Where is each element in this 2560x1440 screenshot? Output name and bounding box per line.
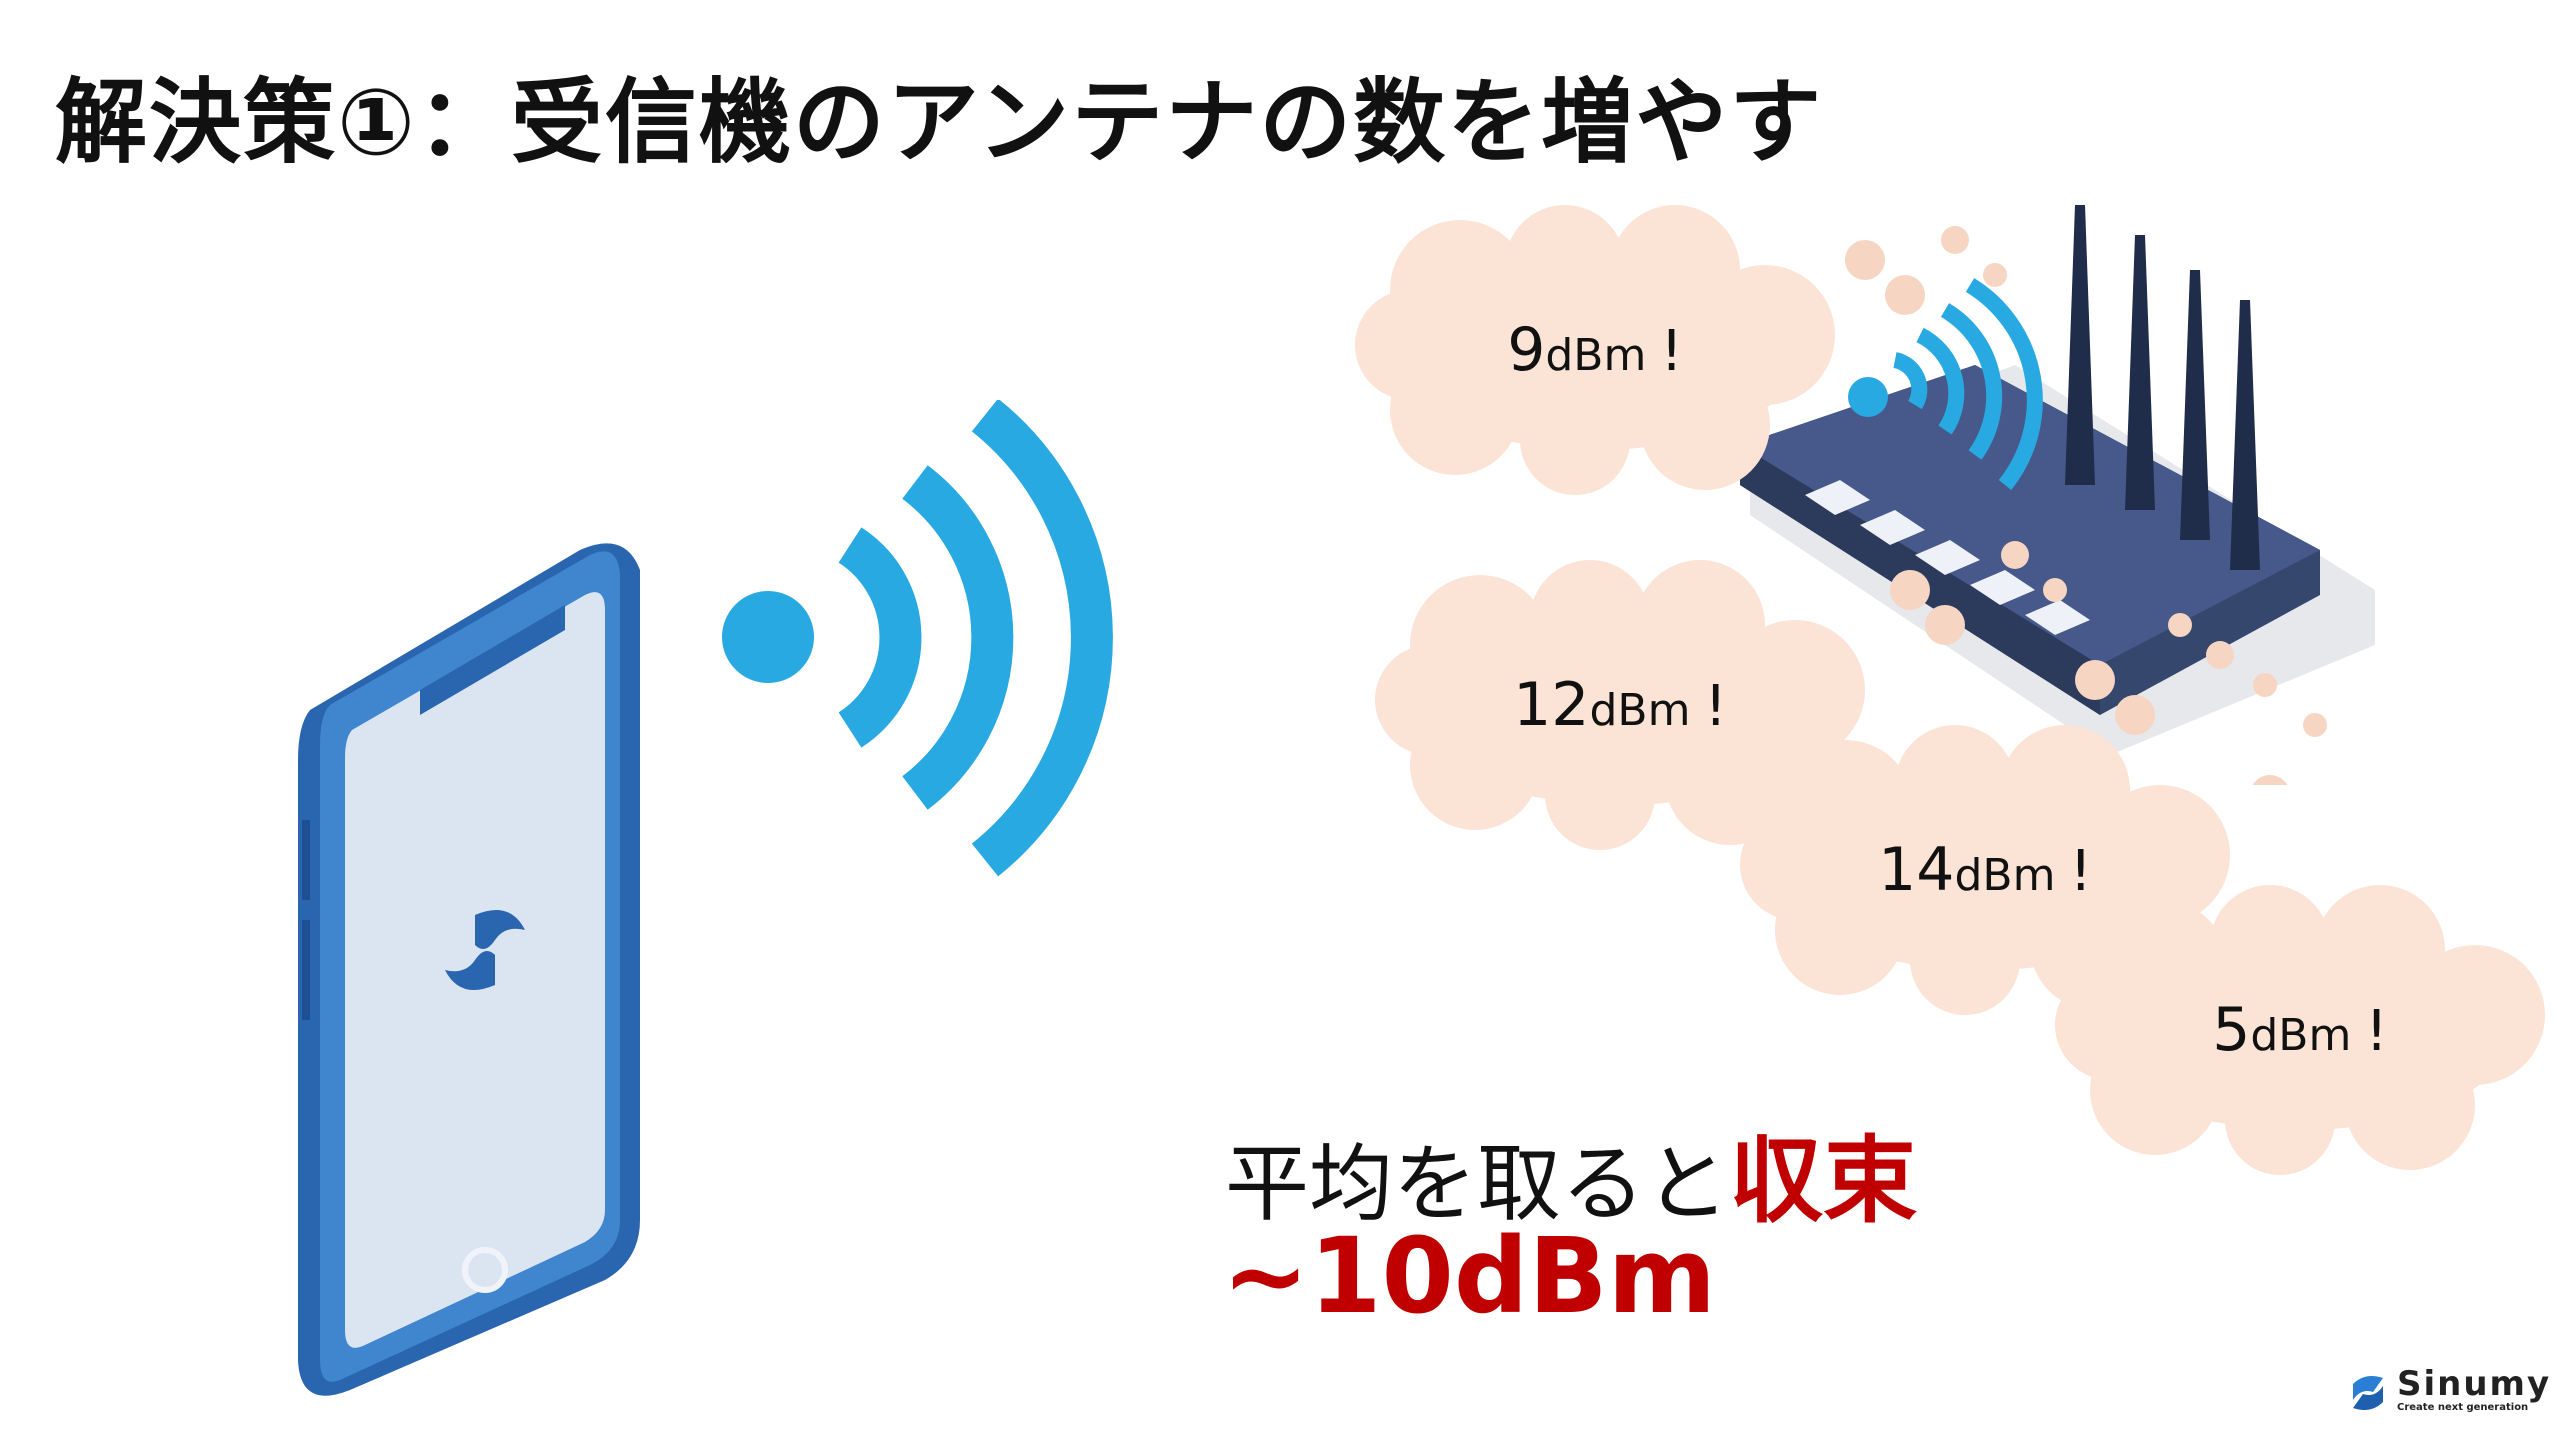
cloud-value: 12 <box>1513 670 1590 740</box>
phone-body <box>298 543 640 1396</box>
logo-tagline: Create next generation <box>2397 1402 2529 1413</box>
cloud-exclaim: ! <box>1704 674 1727 739</box>
logo-mark-icon <box>2353 1376 2383 1410</box>
signal-cloud-1: 9dBm! <box>1345 205 1845 495</box>
sparkle-dots <box>1845 226 2327 785</box>
cloud-unit: dBm <box>1589 685 1691 736</box>
cloud-shape <box>1375 560 1865 850</box>
signal-cloud-4: 5dBm! <box>2045 885 2555 1175</box>
cloud-value: 14 <box>1878 835 1955 905</box>
logo-name: Sinumy <box>2397 1364 2552 1404</box>
cloud-value: 5 <box>2212 995 2251 1065</box>
cloud-exclaim: ! <box>2069 839 2092 904</box>
sinumy-logo: Sinumy Create next generation <box>2345 1364 2549 1418</box>
router-illustration <box>1740 205 2375 785</box>
result-line: 平均を取ると収束 <box>1225 1105 1917 1241</box>
result-value: ~10dBm <box>1222 1215 1716 1337</box>
cloud-unit: dBm <box>2250 1010 2352 1061</box>
cloud-unit: dBm <box>1954 850 2056 901</box>
app-logo-icon <box>445 910 525 990</box>
router-wifi-icon <box>1892 278 2043 491</box>
cloud-exclaim: ! <box>1660 319 1683 384</box>
smartphone-illustration <box>298 543 640 1396</box>
cloud-unit: dBm <box>1545 330 1647 381</box>
cloud-shape <box>2055 885 2545 1175</box>
result-prefix: 平均を取ると <box>1225 1135 1730 1233</box>
wifi-signal-icon <box>722 400 1113 877</box>
result-highlight: 収束 <box>1729 1127 1918 1236</box>
signal-cloud-2: 12dBm! <box>1365 560 1875 850</box>
router-ports <box>1805 480 2090 635</box>
antennas <box>2065 205 2260 570</box>
cloud-exclaim: ! <box>2365 999 2388 1064</box>
cloud-value: 9 <box>1507 315 1546 385</box>
page-title: 解決策①：受信機のアンテナの数を増やす <box>55 69 1824 176</box>
cloud-shape <box>1355 205 1835 495</box>
